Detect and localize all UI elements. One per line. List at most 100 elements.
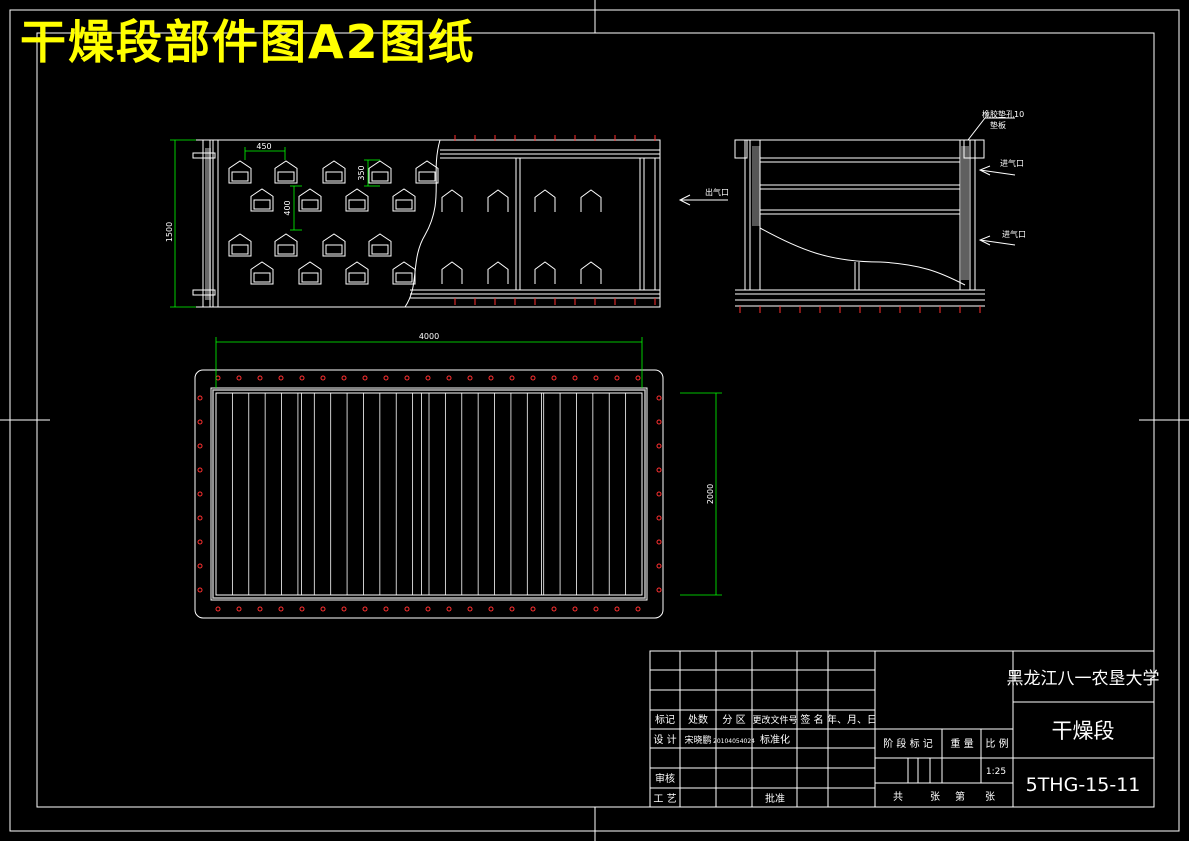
duct-shape: [441, 261, 463, 284]
bolt-hole: [257, 606, 263, 612]
duct-shape-inner: [325, 244, 343, 255]
label-outlet: 出气口: [705, 187, 729, 197]
bolt-hole: [656, 563, 662, 569]
duct-shape: [580, 189, 602, 212]
bolt-hole: [656, 395, 662, 401]
header-mark: 标记: [655, 714, 675, 726]
title-block-text: 黑龙江八一农垦大学 干燥段 5THG-15-11 1:25 标记 处数 分 区 …: [653, 669, 1159, 805]
bolt-hole: [593, 375, 599, 381]
bolt-hole: [488, 606, 494, 612]
scale-value: 1:25: [986, 767, 1006, 777]
dim-vertical-mid: 400: [283, 200, 292, 215]
sheet-unit-label: 张: [930, 791, 940, 803]
outer-frame: [9, 9, 1180, 832]
duct-shape: [228, 160, 252, 184]
duct-shape-inner: [371, 171, 389, 182]
duct-shape: [298, 188, 322, 212]
bolt-hole: [236, 375, 242, 381]
duct-shape-inner: [253, 272, 271, 283]
bolt-hole: [257, 375, 263, 381]
bolt-hole: [362, 375, 368, 381]
bolt-hole: [197, 563, 203, 569]
drawing-banner-title: 干燥段部件图A2图纸: [20, 15, 476, 69]
bolt-hole: [341, 375, 347, 381]
duct-shape-inner: [301, 272, 319, 283]
drawing-number: 5THG-15-11: [1026, 774, 1141, 796]
bolt-hole: [509, 375, 515, 381]
duct-shape: [368, 233, 392, 257]
duct-shape: [580, 261, 602, 284]
stage-mark-label: 阶 段 标 记: [883, 737, 933, 750]
duct-shape: [487, 189, 509, 212]
sheet-unit2-label: 张: [985, 791, 995, 803]
bolt-hole: [467, 375, 473, 381]
bolt-hole: [509, 606, 515, 612]
bolt-hole: [656, 491, 662, 497]
duct-shape: [298, 261, 322, 285]
duct-shape: [415, 160, 439, 184]
duct-shape: [322, 160, 346, 184]
bolt-hole: [593, 606, 599, 612]
duct-shape: [250, 261, 274, 285]
bolt-hole: [197, 491, 203, 497]
bolt-hole: [197, 539, 203, 545]
weight-label: 重 量: [950, 737, 973, 750]
duct-shape: [392, 261, 416, 285]
bolt-hole: [572, 375, 578, 381]
duct-shape-inner: [395, 199, 413, 210]
label-inlet-2: 进气口: [1002, 229, 1026, 239]
review-label: 审核: [655, 772, 675, 785]
duct-shape: [534, 189, 556, 212]
standardization-label: 标准化: [760, 733, 790, 746]
duct-shape-inner: [277, 171, 295, 182]
duct-shape-inner: [301, 199, 319, 210]
duct-shape: [441, 189, 463, 212]
bolt-hole: [236, 606, 242, 612]
bolt-hole: [488, 375, 494, 381]
dim-width: 2000: [706, 484, 715, 504]
bolt-hole: [656, 515, 662, 521]
bolt-hole: [530, 375, 536, 381]
bolt-hole: [278, 375, 284, 381]
duct-shape-inner: [348, 272, 366, 283]
duct-shape: [228, 233, 252, 257]
bolt-hole: [572, 606, 578, 612]
bolt-hole: [446, 375, 452, 381]
bolt-hole: [614, 375, 620, 381]
bolt-hole: [299, 606, 305, 612]
part-name: 干燥段: [1052, 719, 1115, 743]
duct-shape: [250, 188, 274, 212]
sheet-total-label: 共: [893, 791, 903, 803]
ratio-label: 比 例: [985, 737, 1008, 750]
duct-shape: [345, 261, 369, 285]
bolt-hole: [215, 606, 221, 612]
design-label: 设 计: [653, 733, 676, 746]
header-count: 处数: [688, 713, 708, 726]
bolt-hole: [197, 587, 203, 593]
duct-shape-inner: [371, 244, 389, 255]
inner-frame: [36, 32, 1155, 808]
duct-shape: [534, 261, 556, 284]
bolt-hole: [656, 539, 662, 545]
approve-label: 批准: [765, 792, 785, 805]
bolt-hole: [404, 606, 410, 612]
duct-shape: [368, 160, 392, 184]
bolt-hole: [614, 606, 620, 612]
duct-shape-inner: [231, 244, 249, 255]
bolt-hole: [299, 375, 305, 381]
side-view: 橡胶垫孔10 垫板 进气口 进气口 出气口: [678, 109, 1026, 313]
title-block: [649, 650, 1155, 808]
duct-shape-inner: [418, 171, 436, 182]
duct-shape: [345, 188, 369, 212]
bolt-hole: [656, 419, 662, 425]
dim-length: 4000: [419, 332, 439, 341]
bolt-hole: [197, 515, 203, 521]
duct-shape-inner: [231, 171, 249, 182]
header-date: 年、月、日: [827, 713, 877, 726]
bolt-hole: [215, 375, 221, 381]
dim-vertical-small: 350: [357, 165, 366, 180]
dim-height-left: 1500: [165, 222, 174, 242]
bolt-hole: [404, 375, 410, 381]
